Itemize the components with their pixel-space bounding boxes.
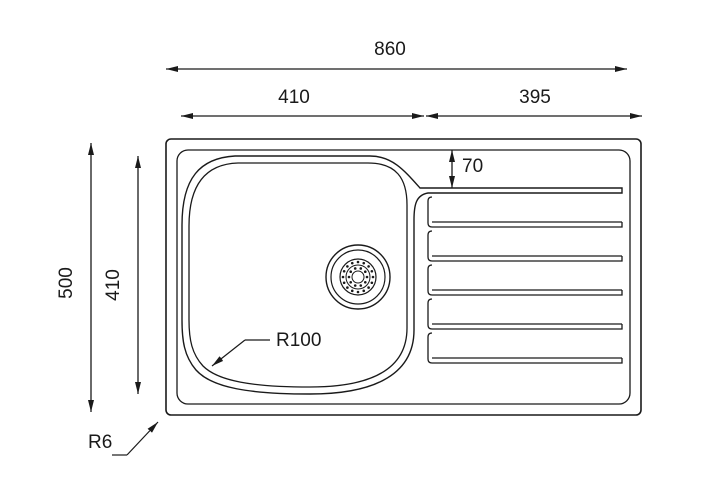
drain-hole	[367, 286, 370, 289]
drain-hole	[349, 270, 353, 274]
sink-outer-outline	[165, 138, 642, 416]
drain-hole	[356, 260, 360, 264]
drain-hole	[356, 290, 360, 294]
drain-hole	[365, 275, 369, 279]
sink-inner-rim	[176, 149, 631, 405]
bowl-radius-label: R100	[276, 330, 321, 351]
outer-radius-arrow	[126, 421, 159, 456]
drain-hole	[341, 275, 345, 279]
drainer-groove	[427, 230, 623, 262]
drainer-groove	[427, 332, 623, 364]
bowl-inner-outline	[188, 162, 408, 388]
overall-width-label: 860	[374, 39, 406, 60]
drainer-groove	[427, 196, 623, 228]
bowl-width-label: 410	[278, 87, 310, 108]
drainer-groove	[427, 264, 623, 296]
drain-hole	[371, 275, 375, 279]
drain-hole	[362, 261, 366, 265]
bowl-depth-label: 410	[103, 269, 124, 301]
drain-hole	[367, 265, 370, 268]
drain-hole	[370, 269, 374, 273]
drain-hole	[346, 286, 349, 289]
drainer-groove	[427, 298, 623, 330]
drain-hole	[359, 267, 363, 270]
outer-radius-label: R6	[88, 432, 112, 453]
drain-hole	[347, 275, 351, 279]
drain-hole	[362, 289, 366, 293]
drain-hole	[349, 280, 353, 284]
drain-hole	[353, 284, 357, 287]
drainer-grooves	[427, 196, 623, 364]
drain-hole	[370, 281, 374, 285]
drain-hole	[342, 281, 346, 285]
drain-hole	[353, 267, 357, 270]
bowl-outer-outline	[181, 155, 623, 395]
drain-hole	[350, 289, 354, 293]
drain-hole	[342, 269, 346, 273]
drainer-width-label: 395	[519, 87, 551, 108]
drain-hole	[363, 280, 367, 284]
drain-hole	[350, 261, 354, 265]
drain-hole	[363, 270, 367, 274]
drain-icon	[325, 244, 391, 310]
drain-hole	[346, 265, 349, 268]
drainer-offset-label: 70	[462, 156, 483, 177]
drain-hole	[359, 284, 363, 287]
overall-depth-label: 500	[56, 267, 77, 299]
bowl-radius-arrow	[211, 339, 246, 367]
